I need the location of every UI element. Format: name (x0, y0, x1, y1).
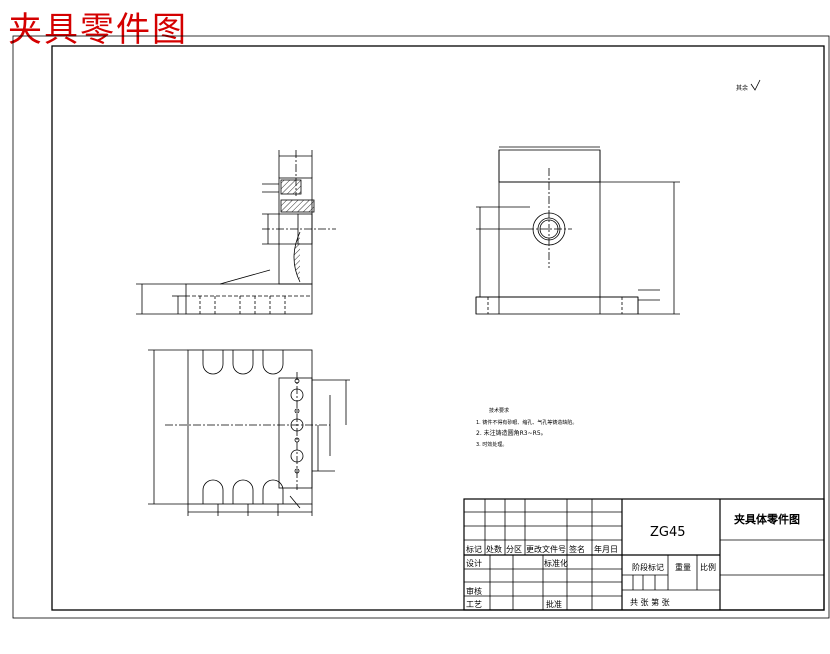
svg-text:标记: 标记 (466, 544, 482, 554)
svg-text:分区: 分区 (506, 545, 522, 554)
svg-text:技术要求: 技术要求 (489, 407, 509, 414)
svg-text:阶段标记: 阶段标记 (632, 562, 664, 572)
svg-text:更改文件号: 更改文件号 (526, 544, 566, 554)
svg-text:标准化: 标准化 (544, 558, 568, 568)
svg-text:其余: 其余 (736, 84, 748, 92)
svg-text:工艺: 工艺 (466, 600, 482, 609)
side-view (475, 146, 680, 315)
technical-notes: 技术要求 1. 铸件不得有砂眼、缩孔、气孔等铸造缺陷。 2. 未注铸造圆角R3~… (476, 407, 577, 448)
svg-text:审核: 审核 (466, 586, 482, 596)
svg-text:共 张 第 张: 共 张 第 张 (630, 597, 670, 607)
svg-text:比例: 比例 (700, 562, 716, 572)
svg-text:2. 未注铸造圆角R3~R5。: 2. 未注铸造圆角R3~R5。 (476, 429, 547, 437)
drawing-name: 夹具体零件图 (734, 512, 800, 526)
title-block (463, 498, 825, 611)
outer-frame (12, 35, 830, 619)
inner-frame (51, 45, 825, 611)
svg-text:年月日: 年月日 (594, 544, 618, 554)
title-block-text: ZG45 夹具体零件图 标记 处数 分区 更改文件号 签名 年月日 设计 标准化… (466, 512, 800, 609)
svg-text:签名: 签名 (569, 544, 585, 554)
svg-text:批准: 批准 (546, 599, 562, 609)
front-view (136, 150, 336, 315)
top-view (148, 349, 350, 516)
svg-text:3. 时效处理。: 3. 时效处理。 (476, 441, 507, 448)
svg-text:重量: 重量 (675, 562, 691, 572)
svg-text:1. 铸件不得有砂眼、缩孔、气孔等铸造缺陷。: 1. 铸件不得有砂眼、缩孔、气孔等铸造缺陷。 (476, 419, 577, 426)
drawing-title-overlay: 夹具零件图 (8, 10, 188, 50)
roughness-note: 其余 (736, 79, 761, 92)
svg-text:设计: 设计 (466, 558, 482, 568)
material-text: ZG45 (650, 525, 686, 540)
svg-text:处数: 处数 (486, 544, 502, 554)
